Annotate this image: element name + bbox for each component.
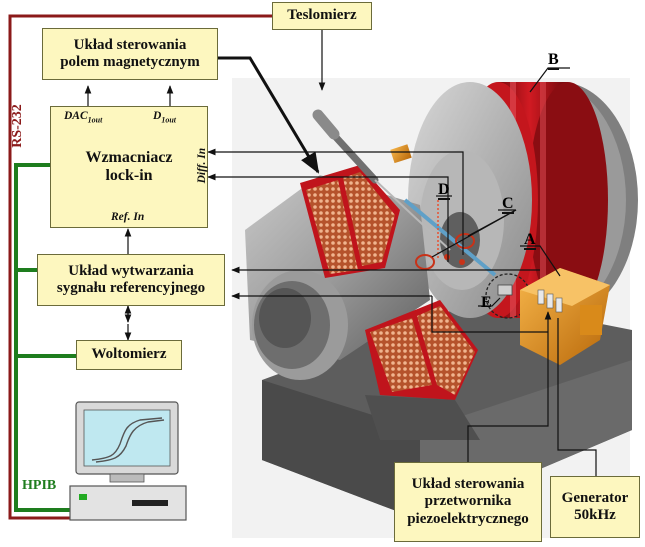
part-label-d: D [438,181,450,200]
lower-coil [365,300,480,440]
part-label-a: A [524,231,536,250]
part-label-c: C [502,195,514,214]
computer-case [69,485,187,521]
piezo-control-label-2: przetwornika [424,493,512,510]
monitor-screen [83,409,171,467]
lockin-ref-in-port: Ref. In [111,210,145,223]
magnet-control-line [218,56,320,174]
lockin-dac-port: DAC1out [64,110,103,125]
part-label-e: E [481,294,492,311]
piezo-control-label-1: Układ sterowania [411,476,525,493]
piezo-control-label-3: piezoelektrycznego [407,510,529,527]
reference-box: Układ wytwarzania sygnału referencyjnego [37,254,225,306]
lockin-label-2: lock-in [105,167,153,184]
generator-label-1: Generator [561,489,629,506]
reference-label-2: sygnału referencyjnego [56,280,206,296]
upper-coil [300,165,400,278]
generator-box: Generator 50kHz [550,476,640,538]
ring-c2 [415,254,435,270]
rs232-bus [8,14,275,520]
rs232-label: RS-232 [10,104,25,148]
teslometer-probe [312,109,451,251]
reference-label-1: Układ wytwarzania [68,262,194,279]
piezo-block-a [520,268,610,365]
upper-connector [390,144,412,164]
teslomierz-label: Teslomierz [287,7,357,24]
lockin-box: Wzmacniacz lock-in DAC1out D1out Diff. I… [50,106,209,228]
woltomierz-box: Woltomierz [76,340,182,370]
teslomierz-box: Teslomierz [272,2,372,30]
hpib-label: HPIB [22,478,57,493]
hpib-bus [14,163,70,512]
magnet-control-label-1: Układ sterowania [73,36,187,53]
lockin-diff-in-port: Diff. In [196,147,209,184]
hysteresis-curve [91,417,163,461]
computer [69,401,187,521]
generator-label-2: 50kHz [574,507,616,523]
magnet-control-box: Układ sterowania polem magnetycznym [42,28,218,80]
lockin-d-port: D1out [153,110,176,125]
woltomierz-label: Woltomierz [91,346,167,363]
magnet-control-label-2: polem magnetycznym [60,54,200,70]
lockin-label-1: Wzmacniacz [85,148,173,166]
piezo-control-box: Układ sterowania przetwornika piezoelekt… [394,462,542,542]
part-label-b: B [548,51,559,70]
ring-c1 [455,233,475,249]
